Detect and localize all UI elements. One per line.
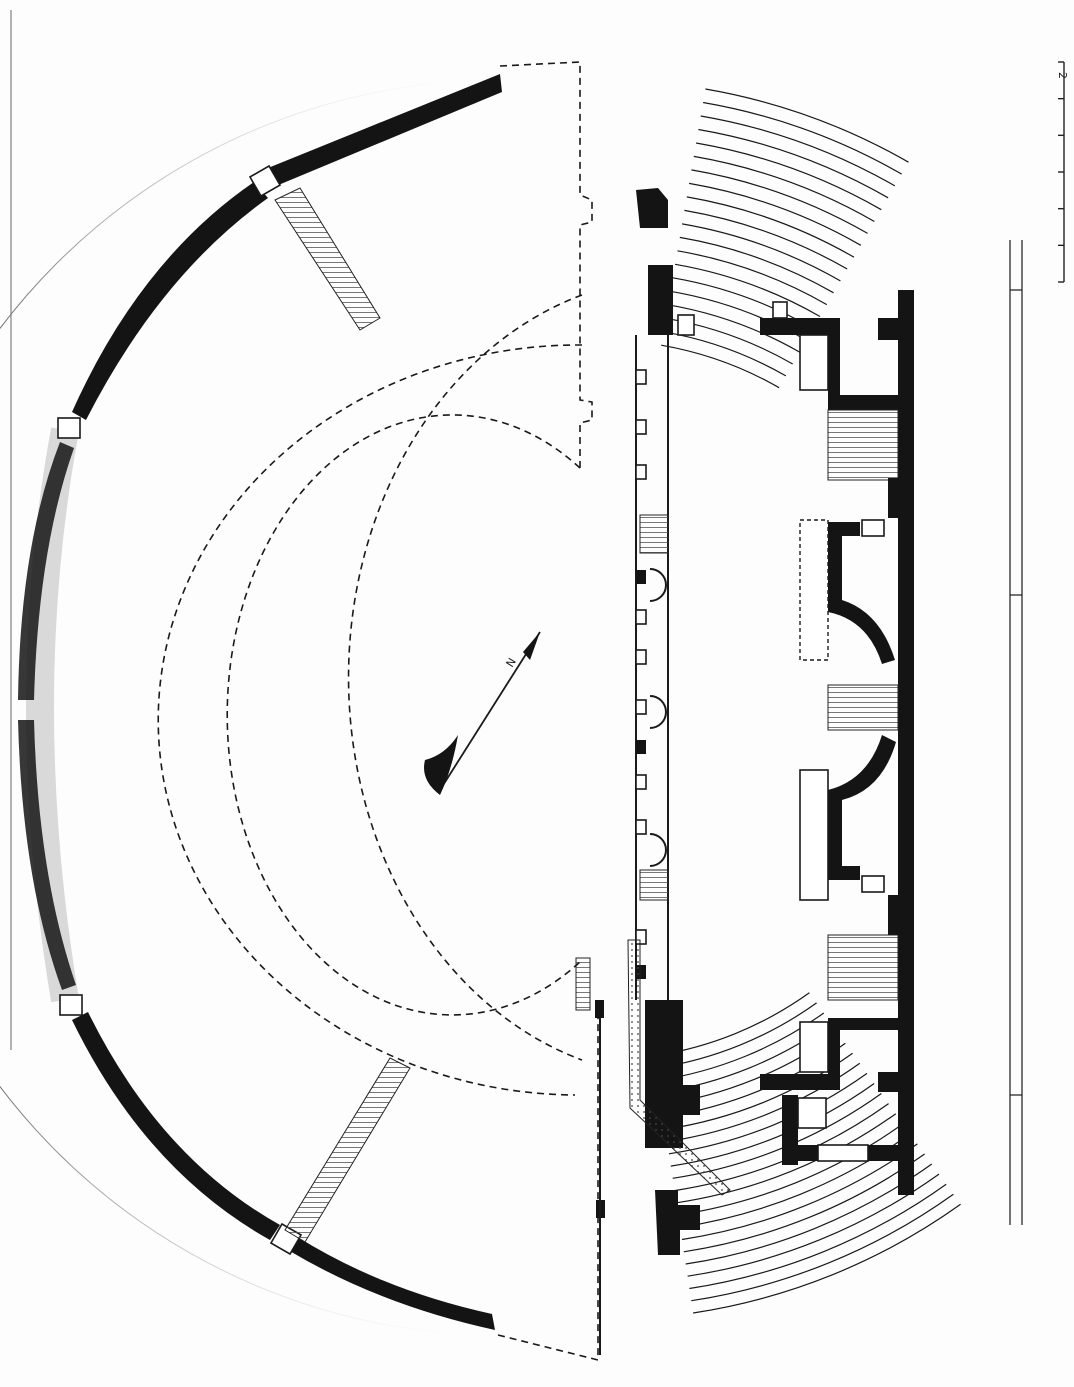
north-arrow: N	[424, 631, 541, 795]
cavea	[0, 61, 961, 1362]
seating-row	[700, 115, 896, 187]
seating-rows-upper	[661, 88, 909, 389]
seating-row	[691, 169, 868, 234]
stairway-parodos	[575, 957, 591, 1011]
proscenium	[627, 188, 731, 1255]
seating-row	[676, 1113, 897, 1204]
seating-row	[695, 142, 882, 211]
semicircular-niche	[649, 568, 667, 602]
semicircular-niche	[649, 833, 667, 867]
niche	[635, 929, 647, 945]
pier-block	[595, 1000, 604, 1018]
niche	[635, 369, 647, 385]
proscenium-block	[648, 265, 673, 335]
scaena-building	[760, 290, 914, 1195]
seating-row	[685, 1163, 933, 1265]
seating-row	[668, 1072, 868, 1155]
seating-row	[693, 1203, 961, 1314]
seating-row	[689, 1183, 947, 1290]
stairway-lower	[284, 1057, 411, 1243]
niche	[635, 419, 647, 435]
proscenium-steps	[639, 514, 669, 554]
seating-row	[691, 1193, 954, 1302]
niche	[636, 570, 646, 584]
niche	[635, 699, 647, 715]
proscenium-end-block	[636, 188, 668, 228]
stairway-upper	[274, 187, 381, 331]
seating-row	[688, 182, 862, 246]
scale-end-label: 2	[1056, 72, 1069, 79]
dashed-reconstruction	[157, 61, 599, 1362]
seating-row	[702, 101, 902, 175]
scaena-back-wall	[898, 290, 914, 1195]
seating-row	[663, 331, 787, 377]
seating-row	[679, 236, 834, 294]
semicircular-niche	[649, 695, 667, 729]
cavea-outer-edge	[0, 79, 501, 1336]
niche	[635, 774, 647, 790]
seating-row	[668, 304, 800, 353]
seating-row	[674, 263, 821, 318]
seating-row	[693, 155, 875, 223]
niche	[635, 609, 647, 625]
niche	[635, 464, 647, 480]
scale-ticks	[1058, 61, 1064, 283]
seating-row	[705, 88, 909, 163]
seating-row	[677, 250, 828, 306]
niche	[635, 819, 647, 835]
seating-row	[678, 1123, 904, 1216]
niche	[635, 649, 647, 665]
outer-wall	[18, 74, 502, 1330]
seating-row	[684, 209, 848, 270]
seating-row	[686, 196, 855, 258]
seating-row	[698, 128, 889, 199]
scaena-stairs-center	[827, 684, 899, 731]
seating-row	[681, 223, 841, 282]
scaena-stairs-upper	[827, 409, 899, 481]
vomitoria	[57, 164, 303, 1256]
seating-row	[661, 344, 780, 389]
street-boundary	[1009, 240, 1023, 1225]
proscenium-steps	[639, 869, 669, 901]
drain-channel	[627, 939, 731, 1196]
seating-row	[667, 1062, 861, 1143]
proscenium-niches	[635, 369, 667, 979]
scale-bar: 2	[1056, 61, 1069, 283]
niche	[636, 965, 646, 979]
niche	[636, 740, 646, 754]
scaena-stairs-lower	[827, 934, 899, 1001]
